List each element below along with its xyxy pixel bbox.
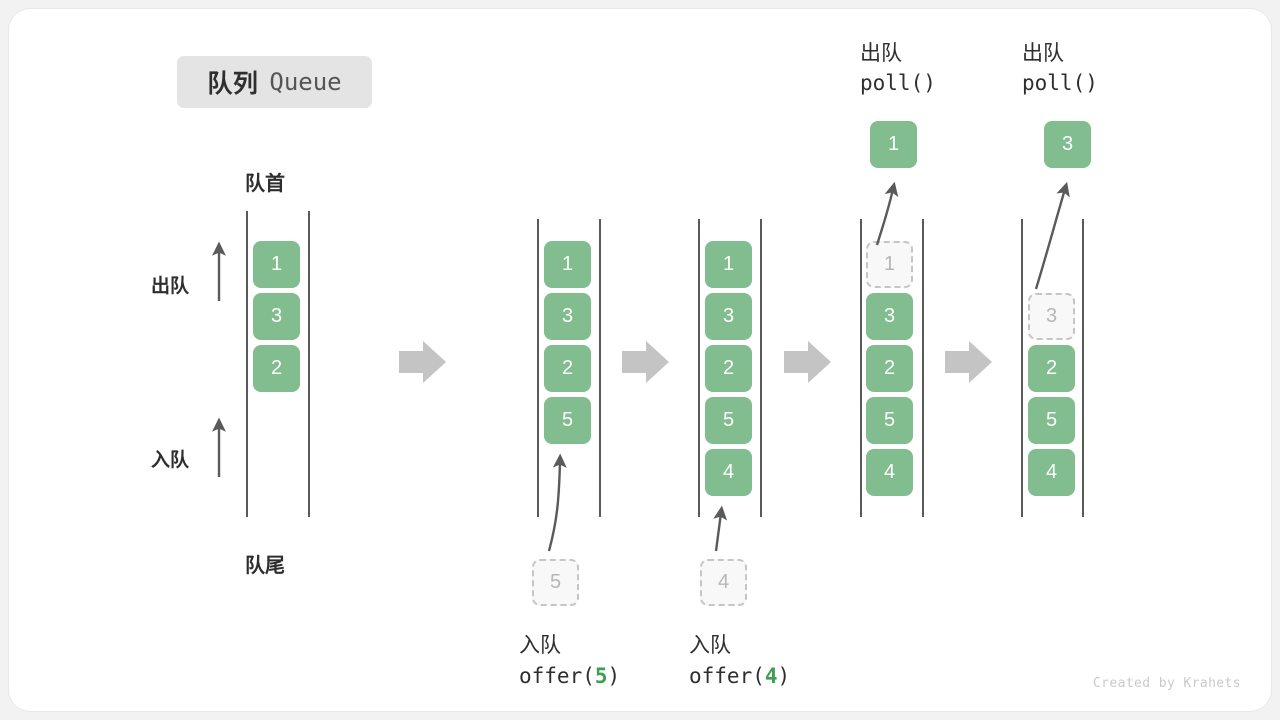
operation-label-cn: 出队 [860, 42, 902, 65]
queue-rail-right [599, 219, 601, 517]
queue-element: 1 [544, 241, 591, 288]
incoming-element-ghost: 5 [532, 559, 579, 606]
queue-rail-right [922, 219, 924, 517]
dequeue-direction-label: 出队 [151, 276, 190, 297]
remove-arrow-icon [1034, 181, 1070, 290]
queue-rail-right [308, 211, 310, 517]
queue-element: 3 [253, 293, 300, 340]
queue-rail-left [1021, 219, 1023, 517]
operation-label-code: poll() [860, 71, 936, 95]
queue-element: 2 [866, 345, 913, 392]
queue-rail-left [537, 219, 539, 517]
operation-label-code: offer(4) [689, 664, 790, 688]
queue-element: 2 [544, 345, 591, 392]
insert-arrow-icon [713, 505, 728, 552]
queue-element-new: 4 [705, 449, 752, 496]
queue-element: 5 [705, 397, 752, 444]
queue-element: 3 [544, 293, 591, 340]
transition-arrow-icon [399, 341, 446, 383]
queue-rail-right [1082, 219, 1084, 517]
queue-element: 1 [253, 241, 300, 288]
operation-code-arg: 4 [764, 664, 778, 688]
credit-text: Created by Krahets [1092, 676, 1241, 691]
queue-element: 1 [705, 241, 752, 288]
operation-label-code: offer(5) [519, 664, 620, 688]
operation-label-cn: 出队 [1022, 42, 1064, 65]
title-english: Queue [269, 68, 342, 96]
title-chinese: 队列 [207, 70, 259, 98]
queue-element: 4 [866, 449, 913, 496]
incoming-element-ghost: 4 [700, 559, 747, 606]
queue-element: 3 [705, 293, 752, 340]
operation-label-cn: 入队 [689, 634, 731, 657]
queue-element: 5 [866, 397, 913, 444]
transition-arrow-icon [622, 341, 669, 383]
queue-element: 2 [1028, 345, 1075, 392]
queue-rail-left [860, 219, 862, 517]
transition-arrow-icon [784, 341, 831, 383]
insert-arrow-icon [547, 453, 567, 552]
removed-element-ghost: 3 [1028, 293, 1075, 340]
queue-element: 5 [1028, 397, 1075, 444]
queue-tail-label: 队尾 [245, 555, 285, 577]
queue-element: 4 [1028, 449, 1075, 496]
operation-label-code: poll() [1022, 71, 1098, 95]
diagram-card: 队列 Queue 队首 队尾 出队 入队 1 3 2 1 3 2 5 5 入队 [8, 8, 1272, 712]
queue-head-label: 队首 [245, 173, 285, 195]
queue-rail-left [246, 211, 248, 517]
operation-code-prefix: offer( [519, 664, 595, 688]
operation-code-prefix: offer( [689, 664, 765, 688]
queue-rail-right [760, 219, 762, 517]
removed-element-ghost: 1 [866, 241, 913, 288]
operation-code-suffix: ) [607, 664, 621, 688]
queue-element: 3 [866, 293, 913, 340]
queue-rail-left [698, 219, 700, 517]
operation-code-arg: 5 [594, 664, 608, 688]
outgoing-element: 3 [1044, 121, 1091, 168]
enqueue-direction-label: 入队 [151, 450, 190, 471]
operation-label-cn: 入队 [519, 634, 561, 657]
queue-element: 2 [253, 345, 300, 392]
outgoing-element: 1 [870, 121, 917, 168]
title-badge: 队列 Queue [177, 56, 372, 108]
queue-element: 2 [705, 345, 752, 392]
transition-arrow-icon [945, 341, 992, 383]
operation-code-suffix: ) [777, 664, 791, 688]
queue-element-new: 5 [544, 397, 591, 444]
remove-arrow-icon [875, 181, 899, 246]
